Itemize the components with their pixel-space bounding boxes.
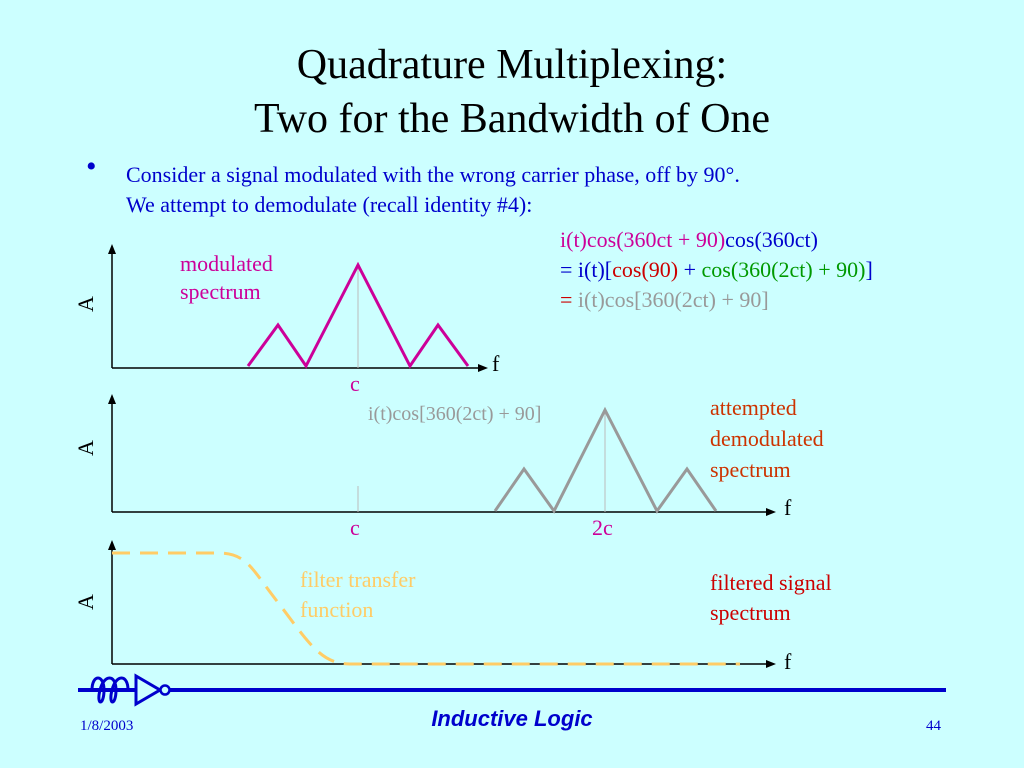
equation-term: = (560, 287, 578, 312)
equation-term: i(t)cos(360ct + 90) (560, 227, 726, 252)
filter-transfer-curve (112, 551, 740, 666)
middle-y-label: A (72, 440, 98, 456)
modulated-label-line-2: spectrum (180, 279, 261, 304)
middle-x-arrow (766, 508, 776, 516)
equation-term: = i(t)[ (560, 257, 613, 282)
bottom-y-arrow (108, 540, 116, 550)
demodulated-label-line-3: spectrum (710, 457, 791, 482)
bottom-x-arrow (766, 660, 776, 668)
demodulated-label: attempted demodulated spectrum (710, 392, 824, 485)
demodulated-annotation: i(t)cos[360(2ct) + 90] (368, 403, 542, 425)
equation-term: cos(360ct) (725, 227, 818, 252)
equation-term: cos(90) (612, 257, 679, 282)
middle-tick-2c: 2c (592, 515, 613, 540)
bullet-icon: • (86, 150, 97, 183)
middle-x-label: f (784, 495, 792, 520)
bullet-line-2: We attempt to demodulate (recall identit… (126, 192, 533, 217)
bottom-plot (108, 540, 776, 668)
filter-label: filter transfer function (300, 565, 415, 625)
footer-logo (78, 673, 946, 707)
top-y-arrow (108, 244, 116, 254)
top-x-label: f (492, 351, 500, 376)
demodulated-spectrum-line (493, 406, 718, 514)
footer-date: 1/8/2003 (80, 718, 134, 734)
filter-label-line-2: function (300, 597, 374, 622)
slide-title: Quadrature Multiplexing: Two for the Ban… (0, 38, 1024, 146)
middle-y-arrow (108, 394, 116, 404)
demodulated-label-line-1: attempted (710, 395, 797, 420)
inverter-bubble-icon (159, 684, 171, 696)
filter-label-line-1: filter transfer (300, 567, 416, 592)
equation-line-3: = i(t)cos[360(2ct) + 90] (560, 286, 769, 314)
bottom-y-label: A (72, 594, 98, 610)
filtered-label-line-2: spectrum (710, 600, 791, 625)
equation-line-2: = i(t)[cos(90) + cos(360(2ct) + 90)] (560, 256, 873, 284)
middle-tick-c: c (350, 515, 360, 540)
equation-term: i(t)cos[360(2ct) + 90] (577, 287, 769, 312)
top-y-label: A (72, 296, 98, 312)
filtered-label-line-1: filtered signal (710, 570, 832, 595)
modulated-spectrum-line (246, 261, 470, 369)
bottom-x-label: f (784, 649, 792, 674)
inductor-icon (90, 676, 130, 704)
page-number: 44 (926, 718, 941, 734)
equation-line-1: i(t)cos(360ct + 90)cos(360ct) (560, 226, 818, 254)
footer-brand: Inductive Logic (431, 706, 593, 731)
title-line-1: Quadrature Multiplexing: (296, 42, 728, 88)
bullet-line-1: Consider a signal modulated with the wro… (126, 162, 740, 187)
equation-term: cos(360(2ct) + 90) (701, 257, 866, 282)
modulated-label-line-1: modulated (180, 251, 273, 276)
equation-term: + (678, 257, 702, 282)
demodulated-label-line-2: demodulated (710, 426, 824, 451)
inverter-icon (134, 673, 163, 707)
filtered-label: filtered signal spectrum (710, 568, 832, 628)
top-x-arrow (478, 364, 488, 372)
middle-plot (108, 394, 776, 516)
top-plot (108, 244, 488, 372)
modulated-label: modulated spectrum (180, 250, 273, 306)
equation-term: ] (865, 257, 873, 282)
bullet-text: Consider a signal modulated with the wro… (126, 160, 740, 220)
title-line-2: Two for the Bandwidth of One (253, 96, 771, 142)
top-tick-c: c (350, 371, 360, 396)
